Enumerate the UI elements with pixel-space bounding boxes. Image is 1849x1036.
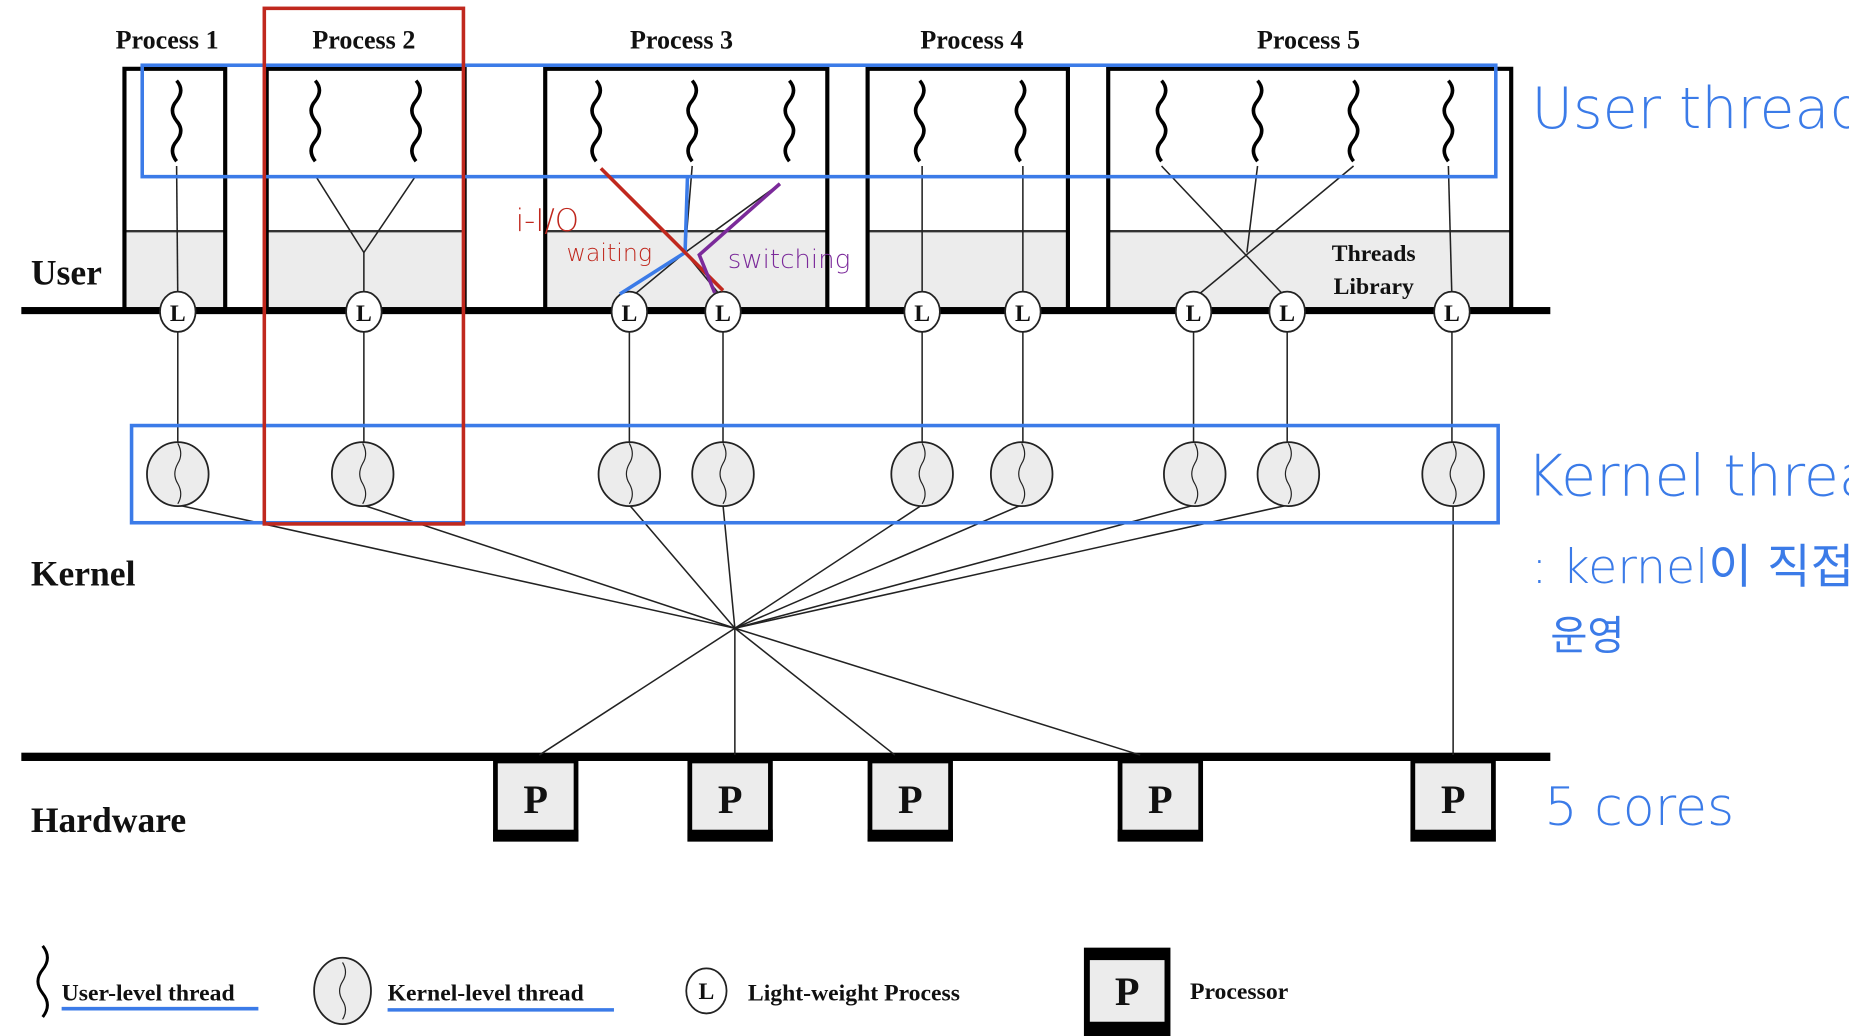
user-thread-note: User thread [1531,76,1849,142]
kernel-thread-highlight [129,423,1500,525]
kernel-thread-icon [1421,441,1485,508]
legend-processor-letter: P [1115,969,1140,1014]
process-1-box [122,66,228,311]
lwp-letter: L [715,301,731,327]
user-thread-icon [686,79,699,163]
kernel-thread-icon [1163,441,1227,508]
user-thread-highlight [140,63,1498,179]
user-level-threads [170,79,1455,163]
threads-library-label-2: Library [1334,274,1414,300]
kernel-layer-label: Kernel [31,554,136,594]
kernel-direct-note: : kernel이 직접 [1531,540,1849,595]
kernel-thread-icon [1256,441,1321,508]
processor-icon [867,758,953,842]
blue-stroke [683,177,690,253]
legend-kernel-thread-icon [313,956,372,1025]
process-1-label: Process 1 [116,26,219,55]
legend-user-thread-icon [36,944,49,1018]
kernel-level-threads [146,441,1485,508]
process-4-box [865,66,1070,311]
legend-kernel-thread-label: Kernel-level thread [388,980,584,1006]
lwp-letter: L [356,301,372,327]
process-4-library-band [867,231,1068,309]
processor-icon [1410,758,1496,842]
lwp-letter: L [914,301,930,327]
process-2-label: Process 2 [312,26,415,55]
kernel-direct-note-2: 운영 [1550,613,1624,660]
kernel-thread-note: Kernel thread [1527,443,1849,509]
lwp-letter: L [1444,301,1460,327]
process-2-highlight [262,6,466,526]
user-thread-icon [1442,79,1455,163]
cores-note: 5 cores [1544,778,1734,838]
lwp-letter: L [1015,301,1031,327]
threads-library-label-1: Threads [1332,241,1416,267]
hardware-bus [21,752,1551,761]
process-5-label: Process 5 [1257,26,1360,55]
kernel-thread-icon [146,441,210,508]
process-5-box [1106,66,1514,311]
process-3-label: Process 3 [630,26,733,55]
user-thread-icon [309,79,322,163]
kernel-thread-icon [890,441,954,508]
user-thread-icon [1347,79,1360,163]
user-thread-icon [1155,79,1168,163]
user-bus [21,307,1551,315]
processor-icon [1117,758,1204,842]
kernel-thread-icon [989,441,1054,508]
legend: User-level thread Kernel-level thread L … [36,944,1288,1036]
kernel-processor-connections [177,504,1454,756]
user-thread-icon [170,79,183,163]
switching-note: switching [728,245,851,275]
lwp-letter: L [621,301,637,327]
processor-icon [687,758,773,842]
kernel-thread-icon [597,441,662,508]
blue-stroke-2 [618,251,687,296]
kernel-thread-icon [330,441,395,508]
user-thread-icon [410,79,422,163]
purple-arrow [697,182,782,294]
processor-letter: P [523,777,548,822]
legend-processor-icon [1083,947,1171,1036]
hardware-layer-label: Hardware [31,800,186,840]
lwp-letter: L [1279,301,1295,327]
legend-lwp-letter: L [699,979,715,1005]
waiting-note: waiting [567,239,653,267]
process-3-box [543,66,830,311]
user-thread-icon [783,79,796,163]
processor-letter: P [1148,777,1173,822]
processor-letter: P [898,777,923,822]
process-4-label: Process 4 [920,26,1023,55]
legend-user-thread-label: User-level thread [62,980,235,1006]
user-thread-icon [1251,79,1264,163]
kernel-thread-icon [691,441,755,508]
red-arrow [599,167,725,292]
legend-lwp-label: Light-weight Process [748,980,960,1006]
io-note: i-I/O [516,203,579,239]
processor-letter: P [718,777,743,822]
lwp-letter: L [1186,301,1202,327]
user-layer-label: User [31,253,102,293]
user-thread-icon [590,79,603,163]
user-thread-icon [913,79,926,163]
lwp-letter: L [170,301,186,327]
processor-letter: P [1441,777,1466,822]
legend-processor-label: Processor [1190,979,1288,1005]
legend-lwp-icon [685,967,728,1015]
user-thread-icon [1014,79,1027,163]
